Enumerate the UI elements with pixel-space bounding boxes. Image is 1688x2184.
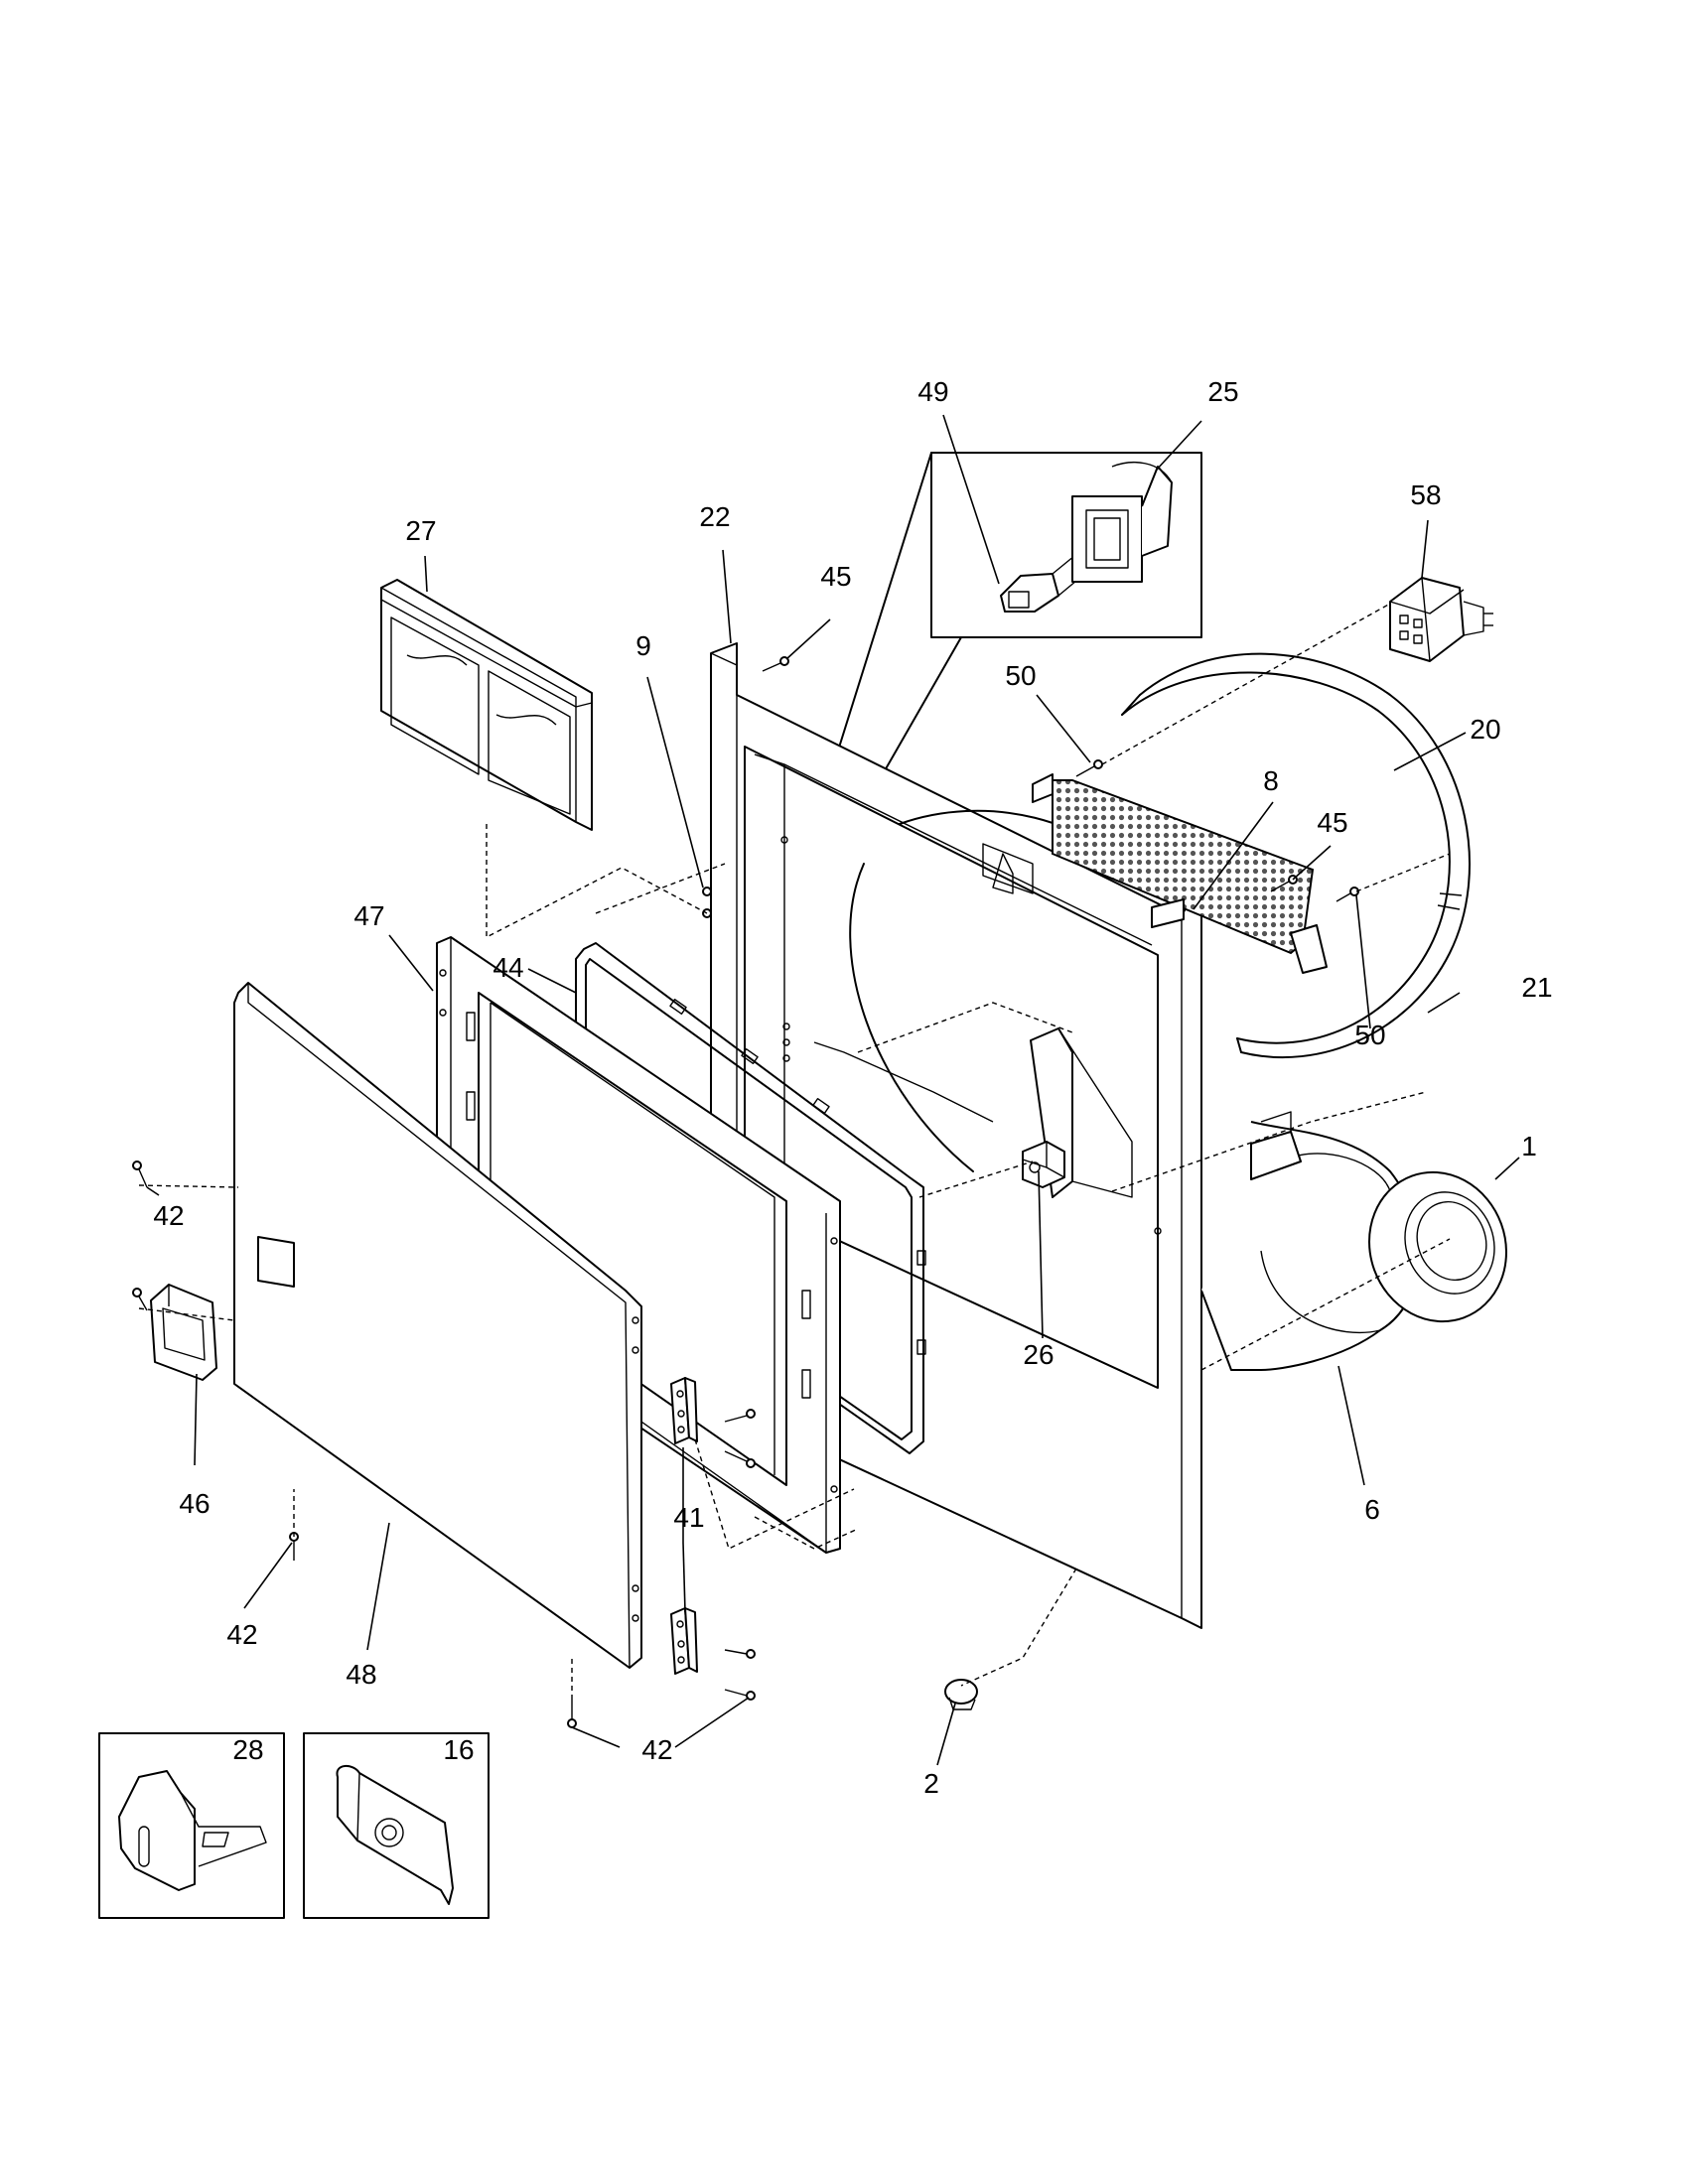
screw-45-upper xyxy=(762,656,789,672)
latch-strike-part xyxy=(1000,555,1083,613)
drum-bearing-ring xyxy=(1121,652,1471,1059)
label-50-right: 50 xyxy=(1354,1020,1385,1050)
label-42-bottom: 42 xyxy=(226,1619,257,1650)
label-16: 16 xyxy=(443,1734,474,1765)
label-1: 1 xyxy=(1521,1131,1537,1161)
label-28: 28 xyxy=(232,1734,263,1765)
screw-42-bottom-right xyxy=(567,1700,577,1728)
screws xyxy=(132,656,1359,1728)
part-labels: 49 25 58 27 22 45 9 50 20 8 45 47 44 21 … xyxy=(153,376,1552,1799)
door-catch-part xyxy=(1071,462,1173,583)
screw-hinge-4 xyxy=(724,1689,756,1701)
label-46: 46 xyxy=(179,1488,210,1519)
blower-seal-part xyxy=(1368,1170,1507,1323)
screw-50-upper xyxy=(1075,759,1103,777)
terminal-block-part xyxy=(1389,577,1493,662)
screw-42-bottom xyxy=(289,1532,299,1561)
screw-50-right xyxy=(1336,887,1359,902)
label-21: 21 xyxy=(1521,972,1552,1003)
label-27: 27 xyxy=(405,515,436,546)
front-panel-part xyxy=(710,642,1202,1629)
label-26: 26 xyxy=(1023,1339,1054,1370)
label-9: 9 xyxy=(635,630,651,661)
label-48: 48 xyxy=(346,1659,376,1690)
label-42-bottom-right: 42 xyxy=(641,1734,672,1765)
inset-box-part-16 xyxy=(303,1732,490,1919)
label-2: 2 xyxy=(923,1768,939,1799)
door-hinge-upper xyxy=(670,1377,698,1444)
label-49: 49 xyxy=(917,376,948,407)
screw-hinge-1 xyxy=(724,1409,756,1423)
leader-lines xyxy=(146,414,1520,1766)
outer-door-part xyxy=(233,982,642,1669)
label-44: 44 xyxy=(492,952,523,983)
door-switch-part xyxy=(1022,1141,1065,1188)
plug-part xyxy=(944,1679,978,1710)
label-20: 20 xyxy=(1470,714,1500,745)
screw-hinge-3 xyxy=(724,1649,756,1659)
lint-filter-grille-part xyxy=(1032,773,1328,974)
label-8: 8 xyxy=(1263,765,1279,796)
screw-42-mid xyxy=(132,1288,148,1311)
label-50-upper: 50 xyxy=(1005,660,1036,691)
label-42-top: 42 xyxy=(153,1200,184,1231)
screw-9a xyxy=(702,887,712,896)
assembly-dashed-lines xyxy=(138,603,1451,1700)
door-handle-part xyxy=(150,1284,217,1381)
label-25: 25 xyxy=(1207,376,1238,407)
screw-hinge-2 xyxy=(724,1450,756,1468)
label-45-right: 45 xyxy=(1317,807,1347,838)
lint-filter-part xyxy=(380,579,593,831)
label-22: 22 xyxy=(699,501,730,532)
screw-42-top xyxy=(132,1160,148,1188)
label-41: 41 xyxy=(673,1502,704,1533)
door-hinge-lower xyxy=(670,1607,698,1675)
inset-box-part-28 xyxy=(98,1732,285,1919)
label-6: 6 xyxy=(1364,1494,1380,1525)
label-47: 47 xyxy=(353,900,384,931)
label-58: 58 xyxy=(1410,479,1441,510)
label-45-upper: 45 xyxy=(820,561,851,592)
